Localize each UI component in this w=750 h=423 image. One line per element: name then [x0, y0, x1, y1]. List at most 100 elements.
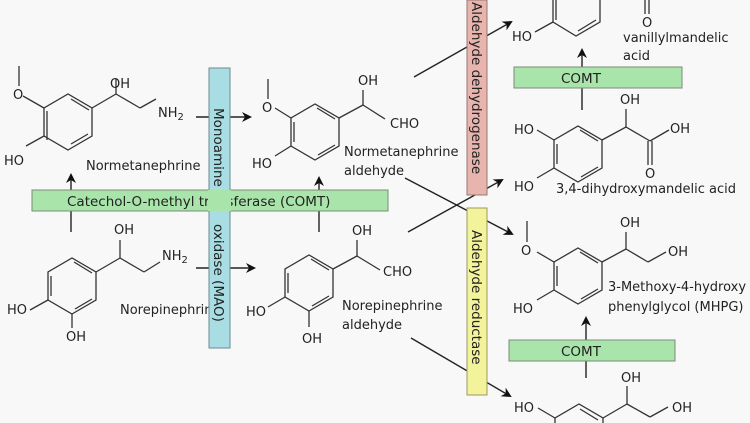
mao-label-bottom: oxidase (MAO) — [210, 224, 226, 322]
side-chain-bond — [115, 93, 141, 109]
side-chain-bond — [119, 257, 145, 273]
hydroxyl-label: HO — [4, 154, 24, 169]
dehydrogenase-label: Aldehyde dehydrogenase — [468, 2, 484, 174]
side-chain-bond — [362, 104, 386, 120]
reductase-label: Aldehyde reductase — [468, 230, 484, 365]
vanillylmandelic-acid-label-line2: acid — [623, 49, 650, 64]
dhpg-structure-partial: HO OH OH — [514, 371, 692, 423]
norepinephrine-aldehyde-structure: HO OH OH CHO Norepinephrine aldehyde — [246, 224, 443, 347]
double-bond — [577, 19, 597, 32]
hydroxyl-label: OH — [302, 332, 322, 347]
enzyme-aldehyde-dehydrogenase: Aldehyde dehydrogenase — [466, 0, 488, 196]
vanillylmandelic-acid-structure: HO O vanillylmandelic acid — [512, 0, 729, 64]
dihydroxymandelic-acid-structure: HO HO OH OH O 3,4-dihydroxymandelic acid — [514, 93, 736, 197]
amine-label: NH2 — [162, 249, 188, 266]
hydroxyl-label: OH — [668, 245, 688, 260]
hydroxyl-label: HO — [252, 157, 272, 172]
arrow-to-vanillylmandelic-acid — [413, 21, 513, 78]
double-bond — [317, 144, 336, 156]
arrow-to-dihydroxymandelic-acid — [407, 179, 504, 233]
side-chain-bond — [139, 98, 157, 109]
double-bond — [310, 258, 330, 271]
side-chain-bond — [602, 403, 628, 419]
side-chain-bond — [601, 248, 627, 263]
hydroxyl-bond — [537, 407, 556, 419]
vanillylmandelic-acid-label: vanillylmandelic — [623, 31, 729, 46]
hydroxyl-label: OH — [672, 401, 692, 416]
hydroxyl-label: HO — [512, 30, 532, 45]
hydroxyl-label: OH — [114, 223, 134, 238]
enzyme-mao: Monoamine oxidase (MAO) — [208, 67, 231, 349]
enzyme-comt-vma: COMT — [513, 66, 683, 89]
double-bond — [311, 295, 330, 307]
methoxy-bond — [22, 95, 45, 109]
benzene-ring — [290, 103, 340, 161]
double-bond — [580, 288, 599, 300]
mhpg-label: 3-Methoxy-4-hydroxy — [608, 280, 746, 295]
normetanephrine-structure: O HO OH NH2 Normetanephrine — [4, 66, 200, 174]
enzyme-comt-mhpg: COMT — [508, 339, 676, 362]
hydroxyl-bond — [274, 145, 292, 157]
normetanephrine-aldehyde-structure: O HO OH CHO Normetanephrine aldehyde — [252, 74, 458, 179]
methoxy-bond — [536, 251, 555, 263]
hydroxyl-bond — [25, 135, 45, 147]
benzene-ring — [47, 257, 97, 315]
hydroxyl-label: OH — [358, 74, 378, 89]
enzyme-aldehyde-reductase: Aldehyde reductase — [466, 207, 488, 396]
aldehyde-label: CHO — [383, 265, 412, 280]
oxygen-atom: O — [521, 244, 531, 259]
side-chain-bond — [332, 255, 358, 270]
hydroxyl-label: HO — [514, 123, 534, 138]
double-bond — [73, 261, 93, 274]
norepinephrine-label: Norepinephrine — [120, 303, 221, 318]
oxygen-atom: O — [645, 167, 655, 182]
double-bond — [579, 251, 599, 264]
hydroxyl-label: OH — [620, 216, 640, 231]
methoxy-bond — [274, 107, 292, 119]
hydroxyl-bond — [534, 21, 554, 33]
double-bond — [579, 129, 599, 142]
arrow-to-dhpg — [410, 337, 512, 398]
norepinephrine-aldehyde-label-line2: aldehyde — [342, 318, 402, 333]
normetanephrine-aldehyde-label-line2: aldehyde — [344, 164, 404, 179]
dihydroxymandelic-acid-label: 3,4-dihydroxymandelic acid — [556, 182, 736, 197]
dehydrogenase-box — [466, 0, 488, 196]
hydroxyl-label: OH — [110, 77, 130, 92]
benzene-ring — [553, 125, 603, 183]
hydroxyl-bond — [536, 129, 555, 141]
amine-label: NH2 — [158, 106, 184, 123]
benzene-ring — [43, 93, 93, 151]
double-bond — [316, 107, 336, 120]
side-chain-bond — [625, 248, 649, 263]
double-bond — [70, 133, 89, 145]
side-chain-bond — [338, 104, 364, 119]
oxygen-atom: O — [262, 101, 272, 116]
side-chain-bond — [647, 251, 667, 263]
hydroxyl-label: HO — [246, 305, 266, 320]
comt-main-label: Catechol-O-methyl transferase (COMT) — [67, 194, 330, 210]
mhpg-structure: O HO OH OH 3-Methoxy-4-hydroxy phenylgly… — [513, 216, 746, 317]
arrow-to-mhpg — [404, 177, 514, 235]
comt-overlap — [208, 190, 231, 211]
carboxyl-oh-bond — [649, 129, 670, 142]
side-chain-bond — [91, 93, 117, 109]
norepinephrine-structure: HO OH OH NH2 Norepinephrine — [7, 223, 221, 345]
normetanephrine-aldehyde-label: Normetanephrine — [344, 145, 458, 160]
side-chain-bond — [356, 255, 381, 271]
double-bond — [579, 408, 599, 421]
hydroxyl-label: HO — [513, 302, 533, 317]
norepinephrine-aldehyde-label: Norepinephrine — [342, 299, 443, 314]
hydroxyl-bond — [536, 289, 555, 301]
hydroxyl-bond — [536, 167, 555, 179]
mhpg-label-line2: phenylglycol (MHPG) — [608, 300, 743, 315]
comt-vma-label: COMT — [561, 71, 602, 87]
hydroxyl-label: OH — [620, 93, 640, 108]
aldehyde-label: CHO — [390, 117, 419, 132]
side-chain-bond — [626, 403, 651, 418]
benzene-ring — [284, 254, 334, 312]
side-chain-bond — [625, 126, 651, 142]
comt-vma-box — [513, 66, 683, 89]
hydroxyl-label: OH — [621, 371, 641, 386]
